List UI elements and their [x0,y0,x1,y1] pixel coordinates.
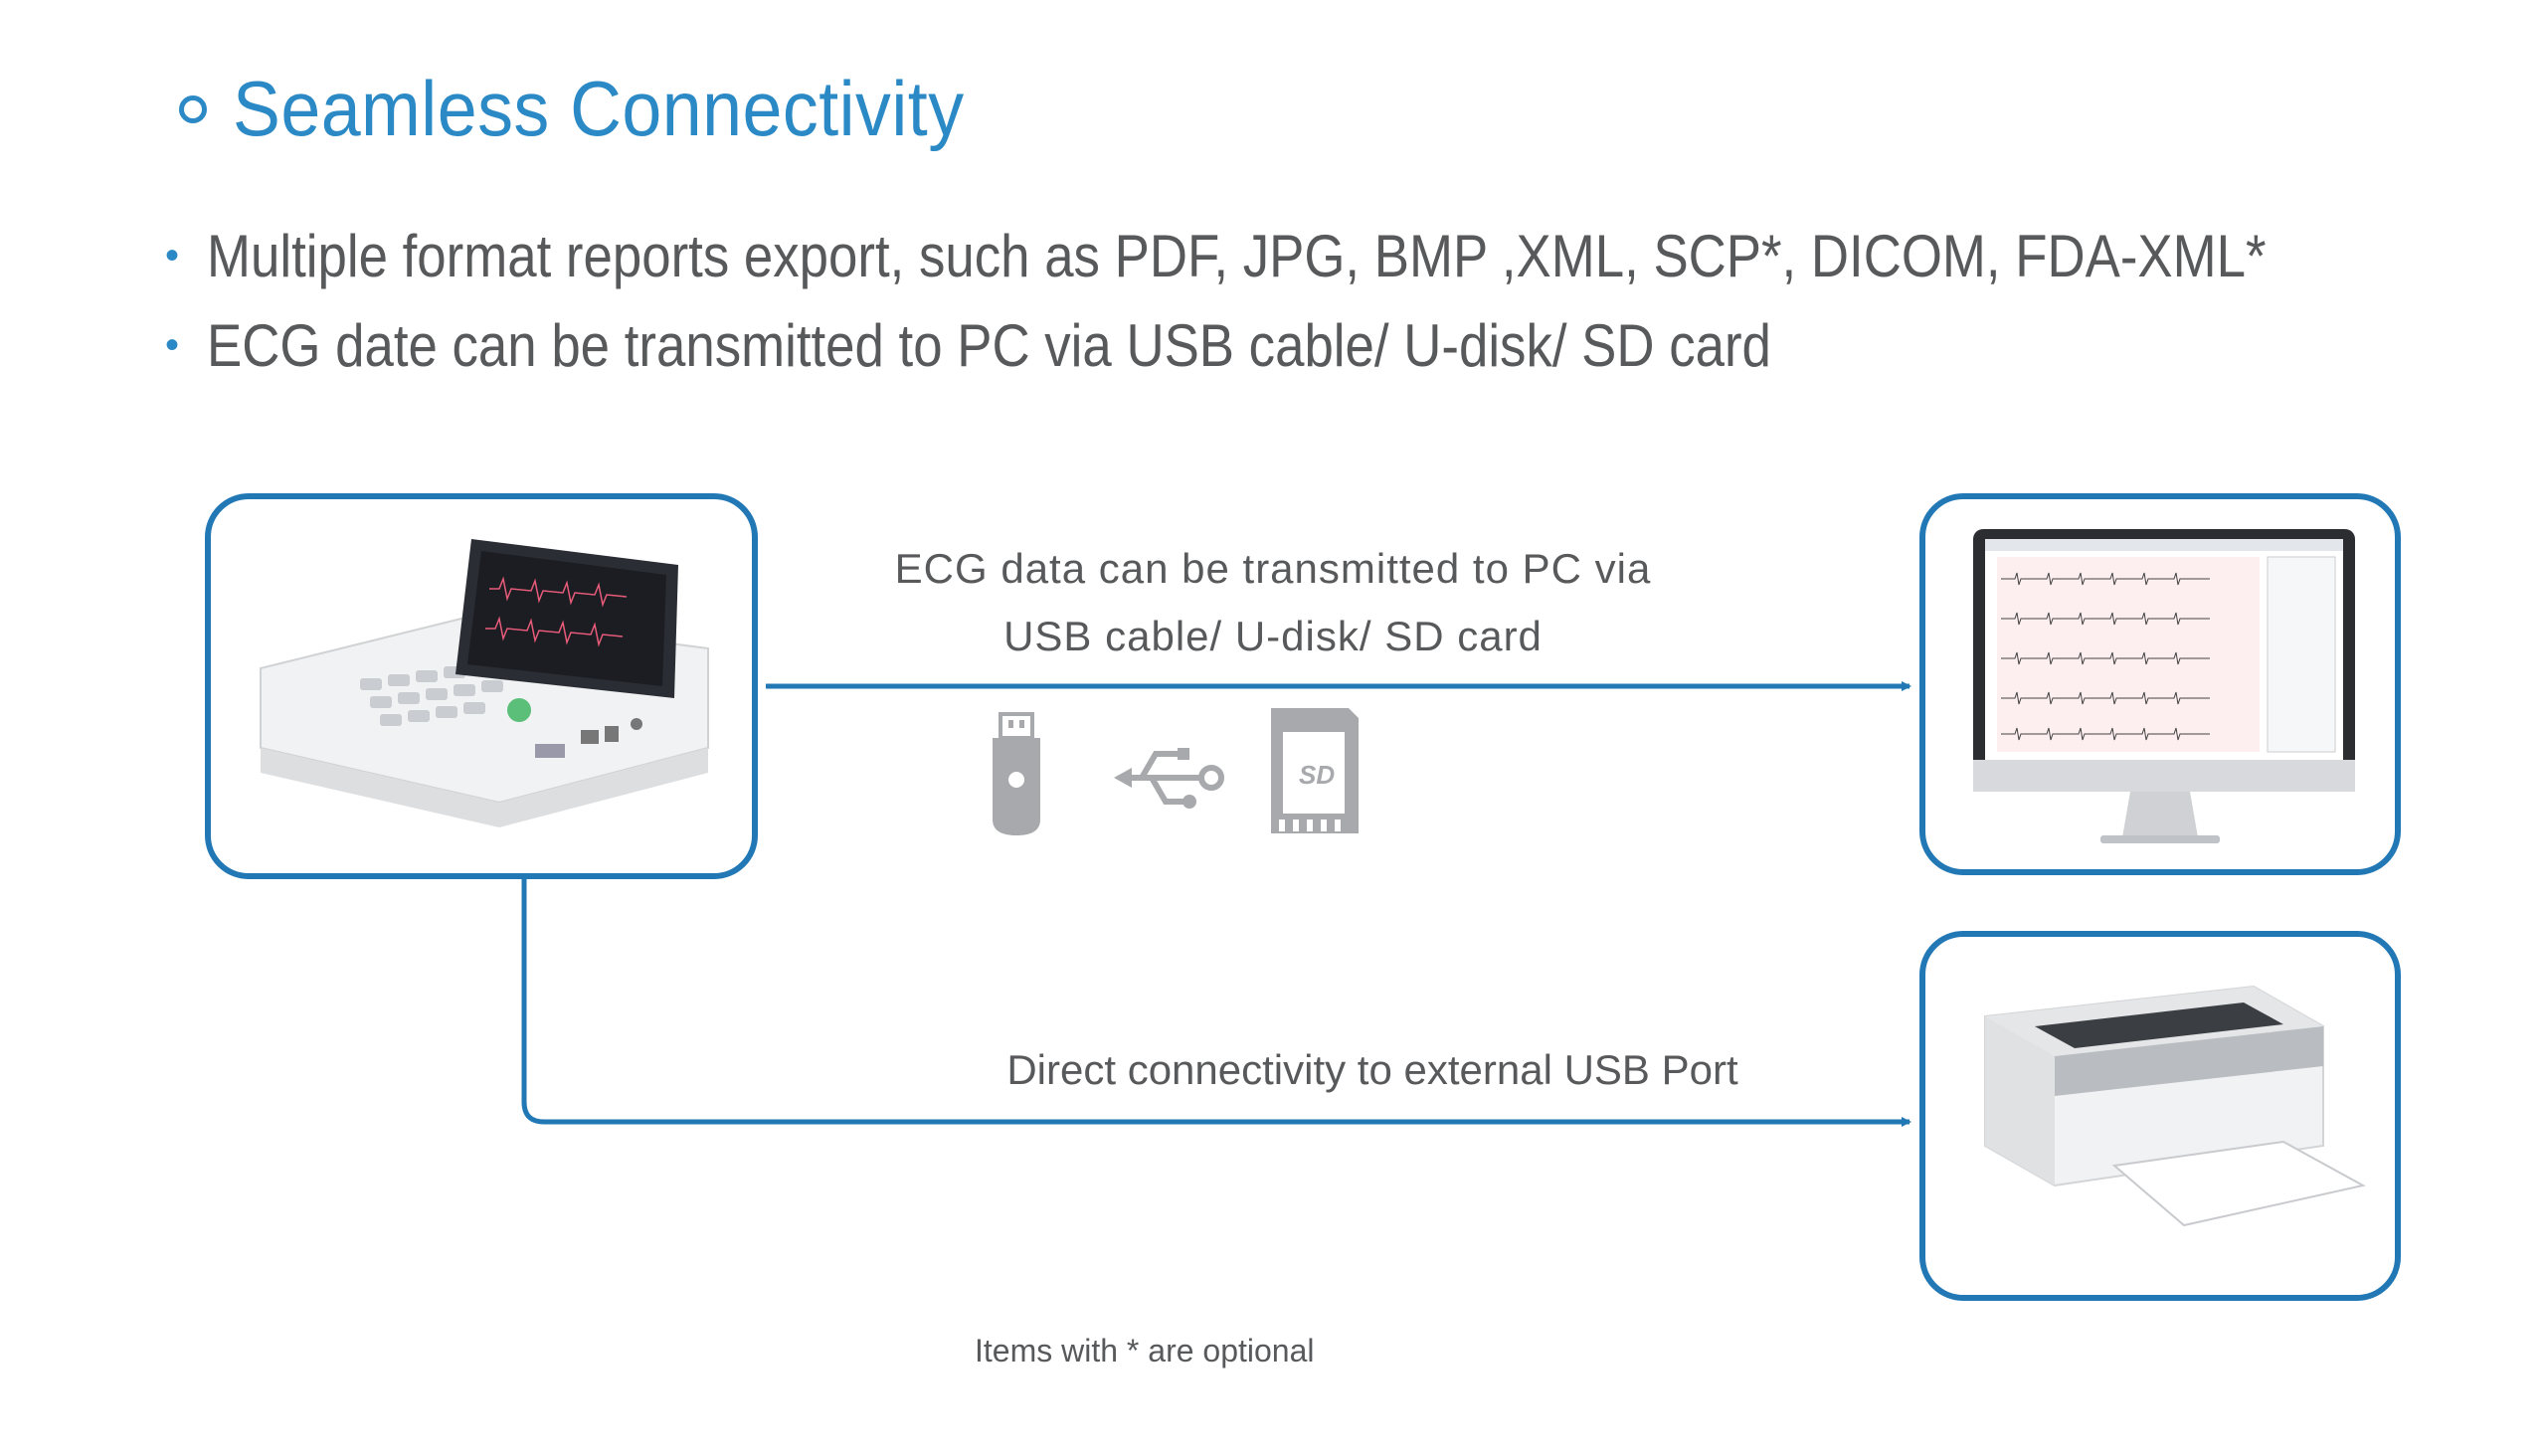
feature-item: • ECG date can be transmitted to PC via … [165,300,2546,390]
transfer-caption-line1: ECG data can be transmitted to PC via [894,545,1652,592]
bullet-icon: • [165,322,180,367]
ecg-machine-box [205,493,758,879]
svg-text:SD: SD [1299,760,1335,790]
feature-item: • Multiple format reports export, such a… [165,211,2546,300]
usb-flash-drive-icon [993,712,1040,835]
feature-text: ECG date can be transmitted to PC via US… [207,311,1771,379]
feature-text: Multiple format reports export, such as … [207,222,2267,289]
printer-icon [1984,985,2366,1227]
sd-card-icon: SD [1271,708,1359,833]
footnote: Items with * are optional [975,1333,1315,1368]
printer-box [1919,931,2401,1301]
feature-list: • Multiple format reports export, such a… [165,211,2546,390]
pc-monitor-icon [1973,529,2355,843]
usb-symbol-icon [1114,748,1224,809]
heading-text: Seamless Connectivity [233,65,965,152]
heading-bullet-icon [179,94,207,123]
usb-direct-arrow [521,877,1911,1127]
section-heading: Seamless Connectivity [179,64,1028,154]
ecg-machine-icon [260,539,709,827]
bullet-icon: • [165,233,180,277]
pc-monitor-box [1919,493,2401,875]
usb-caption: Direct connectivity to external USB Port [1006,1046,1738,1093]
transfer-media-icons: SD [993,708,1359,835]
transfer-caption-line2: USB cable/ U-disk/ SD card [1003,613,1543,659]
